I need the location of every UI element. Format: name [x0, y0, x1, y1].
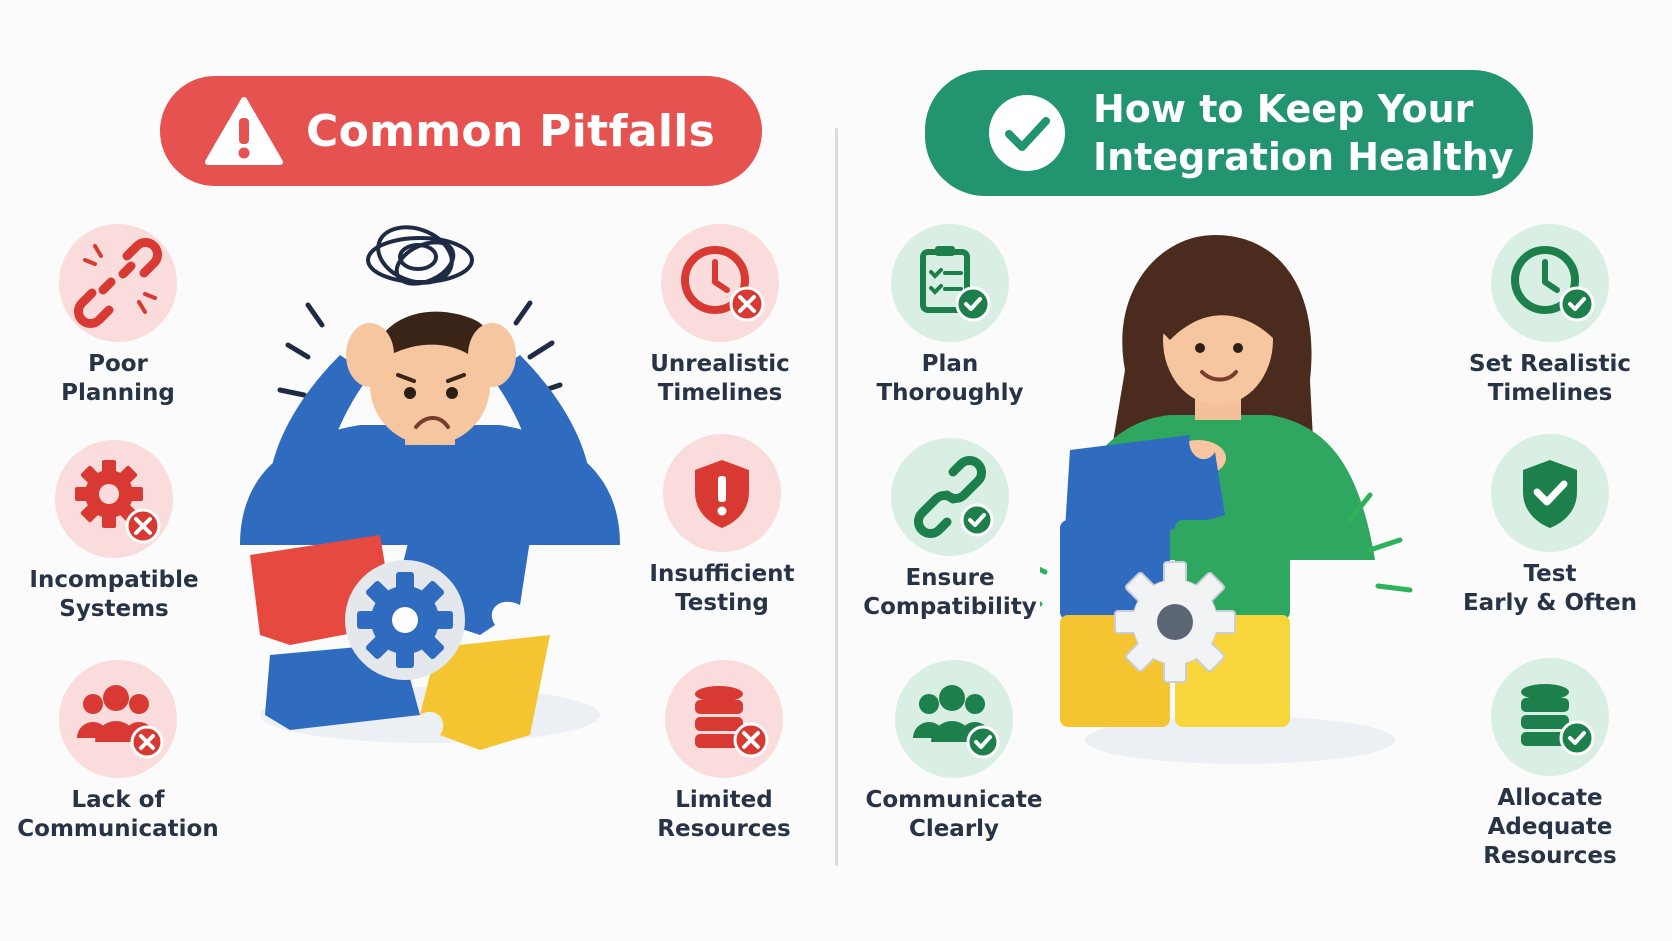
healthy-item-allocate-adequate-resources: Allocate Adequate Resources — [1430, 658, 1670, 871]
link-check-icon — [891, 438, 1009, 556]
healthy-label: Allocate Adequate Resources — [1483, 785, 1617, 869]
shield-check-icon — [1491, 434, 1609, 552]
pitfalls-title: Common Pitfalls — [306, 105, 716, 157]
pitfall-item-poor-planning: Poor Planning — [0, 224, 238, 408]
team-check-icon — [895, 660, 1013, 778]
pitfall-item-lack-of-communication: Lack of Communication — [0, 660, 238, 844]
broken-link-icon — [59, 224, 177, 342]
clock-error-icon — [661, 224, 779, 342]
healthy-label: Set Realistic Timelines — [1469, 351, 1631, 406]
pitfall-item-incompatible-systems: Incompatible Systems — [0, 440, 234, 624]
gear-icon — [345, 560, 465, 680]
healthy-banner: How to Keep Your Integration Healthy — [925, 70, 1533, 196]
healthy-label: Plan Thoroughly — [876, 351, 1024, 406]
clock-check-icon — [1491, 224, 1609, 342]
man-body — [240, 425, 620, 545]
pitfall-label: Insufficient Testing — [649, 561, 795, 616]
yellow-puzzle-piece — [420, 635, 550, 750]
healthy-label: Ensure Compatibility — [863, 565, 1037, 620]
check-circle-icon — [989, 95, 1065, 171]
shield-alert-icon — [663, 434, 781, 552]
pitfall-item-unrealistic-timelines: Unrealistic Timelines — [600, 224, 840, 408]
team-error-icon — [59, 660, 177, 778]
section-divider — [835, 128, 838, 866]
man-head — [370, 325, 490, 445]
pitfall-item-insufficient-testing: Insufficient Testing — [602, 434, 842, 618]
pitfall-label: Poor Planning — [61, 351, 175, 406]
healthy-item-plan-thoroughly: Plan Thoroughly — [830, 224, 1070, 408]
checklist-check-icon — [891, 224, 1009, 342]
scribble-icon — [366, 225, 474, 286]
healthy-item-test-early-often: Test Early & Often — [1430, 434, 1670, 618]
warning-icon — [205, 97, 283, 165]
gear-icon — [1114, 561, 1236, 683]
stress-lines — [277, 300, 563, 398]
healthy-item-set-realistic-timelines: Set Realistic Timelines — [1430, 224, 1670, 408]
healthy-item-ensure-compatibility: Ensure Compatibility — [830, 438, 1070, 622]
gear-error-icon — [55, 440, 173, 558]
healthy-title-line1: How to Keep Your — [1093, 87, 1474, 131]
pitfalls-banner: Common Pitfalls — [160, 76, 762, 186]
pitfall-label: Lack of Communication — [17, 787, 219, 842]
healthy-title-line2: Integration Healthy — [1093, 135, 1514, 179]
pitfall-label: Limited Resources — [657, 787, 791, 842]
database-check-icon — [1491, 658, 1609, 776]
healthy-title: How to Keep Your Integration Healthy — [1093, 85, 1514, 181]
happy-person-illustration — [1040, 235, 1413, 764]
pitfall-item-limited-resources: Limited Resources — [604, 660, 844, 844]
success-lines — [1040, 492, 1413, 607]
healthy-item-communicate-clearly: Communicate Clearly — [834, 660, 1074, 844]
pitfall-label: Incompatible Systems — [29, 567, 199, 622]
healthy-label: Communicate Clearly — [865, 787, 1043, 842]
healthy-label: Test Early & Often — [1462, 561, 1638, 616]
stressed-person-illustration — [240, 225, 620, 750]
pitfall-label: Unrealistic Timelines — [650, 351, 790, 406]
database-error-icon — [665, 660, 783, 778]
